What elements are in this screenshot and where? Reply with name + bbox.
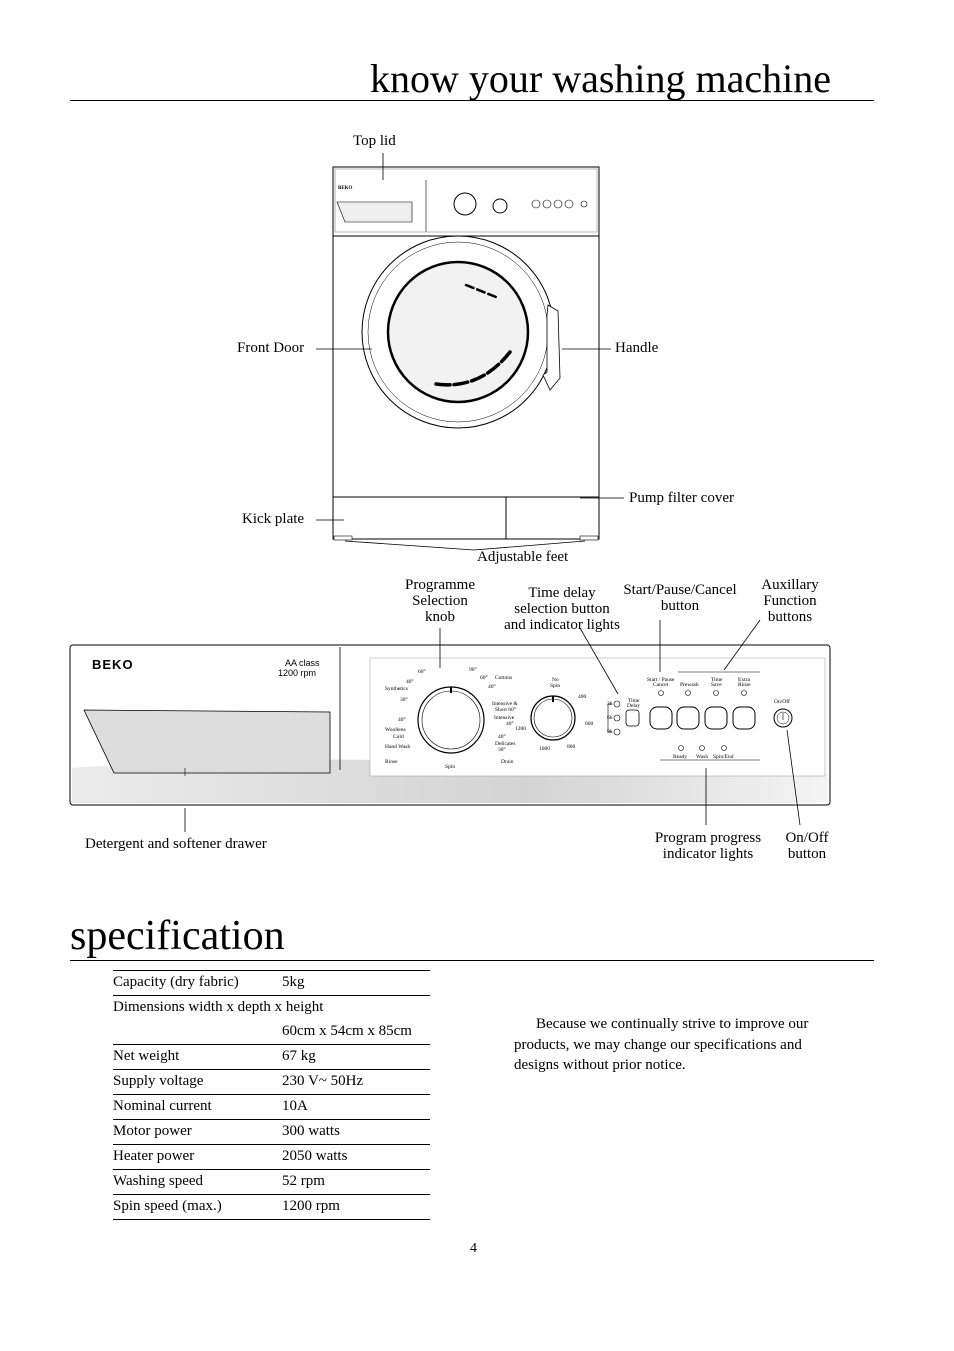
page-number: 4 — [470, 1241, 477, 1256]
adjustable-feet-label: Adjustable feet — [477, 549, 569, 565]
brand-logo: BEKO — [92, 657, 134, 672]
spec-row: Spin speed (max.)1200 rpm — [113, 1195, 430, 1220]
spec-rule — [70, 960, 874, 961]
title-rule — [70, 100, 874, 101]
notice-text: Because we continually strive to improve… — [514, 1016, 809, 1073]
spec-row: Dimensions width x depth x height — [113, 999, 324, 1015]
control-panel-diagram — [69, 620, 831, 832]
detergent-drawer-label: Detergent and softener drawer — [85, 836, 267, 852]
spec-row: 60cm x 54cm x 85cm — [113, 1020, 430, 1045]
pump-filter-cover-label: Pump filter cover — [629, 490, 734, 506]
spec-row: Capacity (dry fabric)5kg — [113, 970, 430, 996]
spec-table: Capacity (dry fabric)5kg Dimensions widt… — [113, 970, 430, 1220]
page-title: know your washing machine — [370, 56, 832, 101]
washing-machine-diagram: BEKO — [316, 153, 624, 551]
handle-label: Handle — [615, 340, 659, 356]
front-door-label: Front Door — [237, 340, 305, 356]
kick-plate-label: Kick plate — [242, 511, 305, 527]
top-lid-label: Top lid — [353, 133, 396, 149]
svg-text:BEKO: BEKO — [338, 186, 353, 191]
specification-title: specification — [70, 913, 285, 959]
